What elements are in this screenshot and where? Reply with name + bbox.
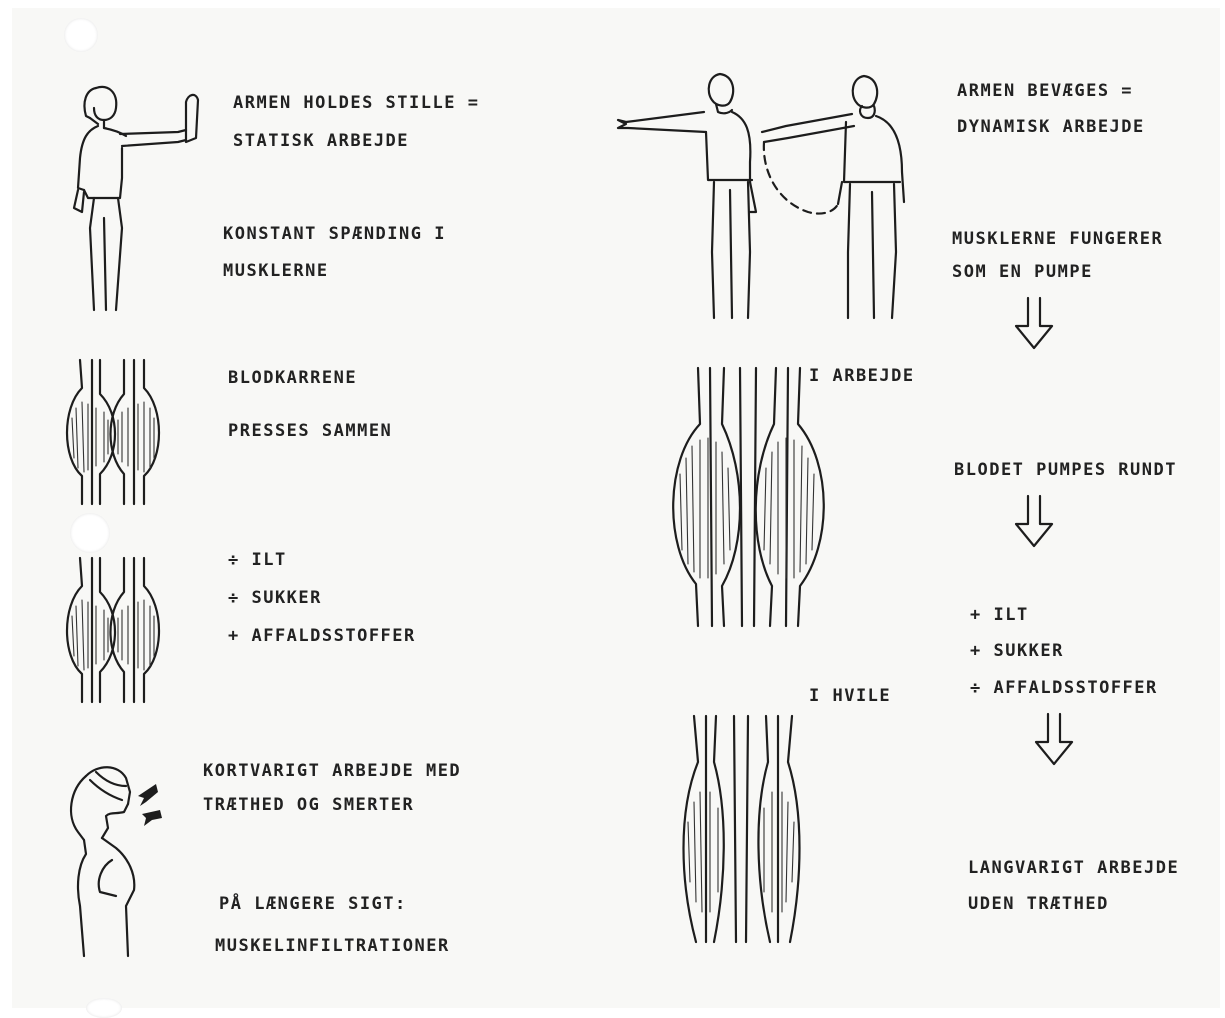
effect-sugar-minus: ÷ SUKKER — [228, 590, 322, 607]
compressed-muscle-illustration — [60, 358, 170, 508]
dynamic-caption-line2: DYNAMISK ARBEJDE — [957, 119, 1145, 136]
down-arrow-icon — [1032, 712, 1076, 766]
static-caption-line1: ARMEN HOLDES STILLE = — [233, 95, 479, 112]
effect-waste-plus: + AFFALDSSTOFFER — [228, 628, 416, 645]
tension-caption-line1: KONSTANT SPÆNDING I — [223, 226, 446, 243]
long-work-caption-line1: LANGVARIGT ARBEJDE — [968, 860, 1179, 877]
label-resting: I HVILE — [809, 688, 891, 705]
short-work-caption-line1: KORTVARIGT ARBEJDE MED — [203, 763, 461, 780]
dynamic-caption-line1: ARMEN BEVÆGES = — [957, 83, 1133, 100]
punch-hole — [70, 513, 110, 553]
pump-caption-line1: MUSKLERNE FUNGERER — [952, 231, 1163, 248]
effect-waste-minus: ÷ AFFALDSSTOFFER — [970, 680, 1158, 697]
punch-hole — [86, 998, 122, 1018]
static-work-figure — [60, 78, 220, 318]
working-muscle-illustration — [664, 364, 832, 632]
effect-oxygen-plus: + ILT — [970, 607, 1029, 624]
long-term-caption-line2: MUSKELINFILTRATIONER — [215, 938, 450, 955]
dynamic-work-figure — [612, 62, 922, 324]
pump-caption-line2: SOM EN PUMPE — [952, 264, 1093, 281]
down-arrow-icon — [1012, 494, 1056, 548]
punch-hole — [64, 18, 98, 52]
vessels-caption-line1: BLODKARRENE — [228, 370, 357, 387]
long-work-caption-line2: UDEN TRÆTHED — [968, 896, 1109, 913]
neck-pain-figure — [56, 756, 186, 966]
long-term-caption-line1: PÅ LÆNGERE SIGT: — [219, 896, 407, 913]
down-arrow-icon — [1012, 296, 1056, 350]
compressed-muscle-illustration-2 — [60, 556, 170, 706]
effect-sugar-plus: + SUKKER — [970, 643, 1064, 660]
vessels-caption-line2: PRESSES SAMMEN — [228, 423, 392, 440]
tension-caption-line2: MUSKLERNE — [223, 263, 329, 280]
static-caption-line2: STATISK ARBEJDE — [233, 133, 409, 150]
blood-pumped-caption: BLODET PUMPES RUNDT — [954, 462, 1177, 479]
short-work-caption-line2: TRÆTHED OG SMERTER — [203, 797, 414, 814]
resting-muscle-illustration — [674, 712, 814, 948]
effect-oxygen-minus: ÷ ILT — [228, 552, 287, 569]
